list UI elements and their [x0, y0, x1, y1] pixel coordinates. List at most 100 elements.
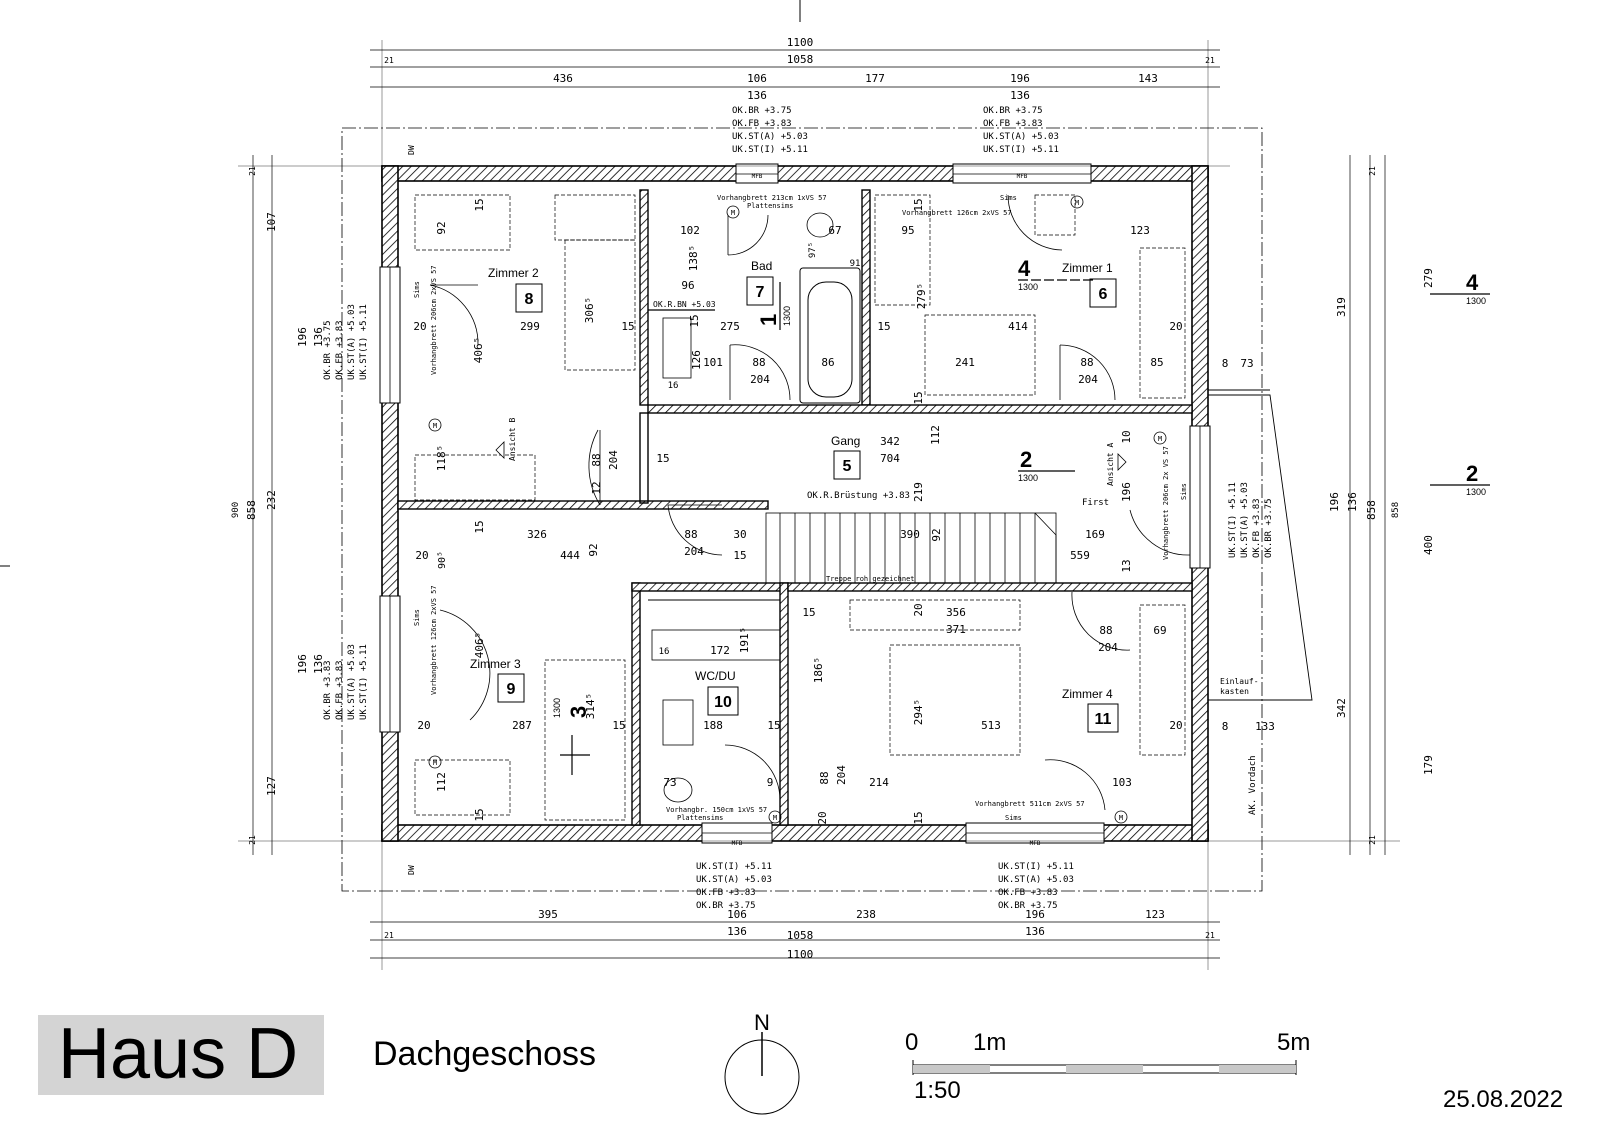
room-name-zimmer-4: Zimmer 4: [1062, 687, 1113, 701]
dim-seg: 238: [856, 908, 876, 921]
room-number-11: 11: [1095, 711, 1112, 728]
svg-text:M: M: [433, 759, 437, 767]
dim-edge: 21: [248, 835, 257, 845]
dim-seg: 279: [1422, 268, 1435, 288]
dim-seg: 196: [1010, 72, 1030, 85]
svg-text:204: 204: [684, 545, 704, 558]
right-dimensions: 858 858 21 21 279 400 179 319 196 136 34…: [1222, 166, 1435, 845]
svg-text:204: 204: [1078, 373, 1098, 386]
svg-text:UK.ST(I) +5.11: UK.ST(I) +5.11: [1228, 482, 1238, 558]
svg-text:15: 15: [912, 391, 925, 404]
dim-total-inner: 1058: [787, 929, 814, 942]
room-name-zimmer-3: Zimmer 3: [470, 657, 521, 671]
balcony: [1208, 389, 1313, 701]
svg-text:188: 188: [703, 719, 723, 732]
dim-seg: 196: [1328, 492, 1341, 512]
svg-text:OK.R.Brüstung +3.83: OK.R.Brüstung +3.83: [807, 491, 910, 501]
svg-text:M: M: [1158, 435, 1162, 443]
dim-seg: 136: [1346, 492, 1359, 512]
dim-seg: 106: [747, 72, 767, 85]
svg-text:OK.BR +3.75: OK.BR +3.75: [323, 320, 333, 380]
dim-seg: 8: [1222, 357, 1229, 370]
svg-text:DW: DW: [407, 865, 416, 875]
title-box: [38, 1015, 324, 1095]
svg-text:92: 92: [587, 543, 600, 556]
svg-text:204: 204: [1098, 641, 1118, 654]
svg-text:279⁵: 279⁵: [915, 283, 928, 310]
dim-total-outer: 1100: [787, 36, 814, 49]
svg-text:103: 103: [1112, 776, 1132, 789]
dim-seg: 123: [1145, 908, 1165, 921]
svg-text:Plattensims: Plattensims: [677, 814, 723, 822]
dim-window: 136: [312, 654, 325, 674]
svg-text:UK.ST(I) +5.11: UK.ST(I) +5.11: [732, 145, 808, 155]
dim-seg: 106: [727, 908, 747, 921]
svg-text:15: 15: [767, 719, 780, 732]
svg-text:69: 69: [1153, 624, 1166, 637]
svg-text:M: M: [1119, 814, 1123, 822]
svg-text:20: 20: [816, 811, 829, 824]
svg-text:15: 15: [612, 719, 625, 732]
svg-text:UK.ST(I) +5.11: UK.ST(I) +5.11: [696, 862, 772, 872]
room-number-9: 9: [507, 681, 516, 698]
section-3-label: 3: [566, 706, 591, 718]
scale-five: 5m: [1277, 1029, 1310, 1056]
svg-text:OK.FB +3.83: OK.FB +3.83: [983, 119, 1043, 129]
svg-text:15: 15: [688, 314, 701, 327]
dim-window: 136: [1010, 89, 1030, 102]
svg-text:15: 15: [656, 452, 669, 465]
dim-seg: 400: [1422, 535, 1435, 555]
dim-window: 136: [747, 89, 767, 102]
section-2-label: 2: [1020, 447, 1032, 472]
svg-text:112: 112: [929, 425, 942, 445]
svg-text:M: M: [433, 422, 437, 430]
dim-edge: 21: [384, 931, 394, 940]
svg-text:15: 15: [912, 811, 925, 824]
svg-text:204: 204: [607, 450, 620, 470]
stairs: [765, 512, 1057, 584]
svg-text:30: 30: [733, 528, 746, 541]
dim-seg: 177: [865, 72, 885, 85]
section-1-label: 1: [756, 314, 781, 326]
room-number-7: 7: [756, 284, 765, 301]
room-name-bad: Bad: [751, 259, 772, 273]
svg-text:112: 112: [435, 772, 448, 792]
room-number-6: 6: [1099, 286, 1108, 303]
svg-text:86: 86: [821, 356, 834, 369]
svg-text:20: 20: [417, 719, 430, 732]
svg-text:88: 88: [818, 771, 831, 784]
svg-text:275: 275: [720, 320, 740, 333]
mfb-label: MFB: [1030, 840, 1041, 847]
dim-window: 136: [312, 327, 325, 347]
dim-seg: 127: [265, 776, 278, 796]
svg-text:UK.ST(I) +5.11: UK.ST(I) +5.11: [983, 145, 1059, 155]
svg-text:Vorhangbrett 206cm 2xVS 57: Vorhangbrett 206cm 2xVS 57: [430, 265, 438, 375]
dim-seg: 196: [296, 327, 309, 347]
svg-text:390: 390: [900, 528, 920, 541]
scale-ratio: 1:50: [914, 1077, 961, 1104]
svg-text:96: 96: [681, 279, 694, 292]
svg-text:UK.ST(A) +5.03: UK.ST(A) +5.03: [347, 304, 357, 380]
svg-text:118⁵: 118⁵: [435, 445, 448, 472]
scale-bar: 0 1m 5m 1:50: [905, 1029, 1310, 1104]
dim-seg: 436: [553, 72, 573, 85]
svg-text:20: 20: [415, 549, 428, 562]
svg-text:97⁵: 97⁵: [808, 242, 818, 258]
roof-outline: [341, 127, 1263, 892]
svg-text:90⁵: 90⁵: [437, 551, 448, 569]
svg-text:10: 10: [1120, 430, 1133, 443]
svg-text:101: 101: [703, 356, 723, 369]
mfb-label: MFB: [732, 840, 743, 847]
dim-edge: 21: [1368, 835, 1377, 845]
dim-seg: 8: [1222, 720, 1229, 733]
svg-text:92: 92: [930, 528, 943, 541]
svg-text:OK.FB +3.83: OK.FB +3.83: [696, 888, 756, 898]
svg-text:Vorhangbrett 126cm 2xVS 57: Vorhangbrett 126cm 2xVS 57: [430, 585, 438, 695]
svg-text:172: 172: [710, 644, 730, 657]
svg-text:92: 92: [435, 221, 448, 234]
dim-seg: 319: [1335, 297, 1348, 317]
svg-text:1300: 1300: [1018, 473, 1038, 483]
svg-text:OK.FB +3.83: OK.FB +3.83: [1252, 498, 1262, 558]
dim-total-outer: 1100: [787, 948, 814, 961]
svg-text:314⁵: 314⁵: [584, 693, 597, 720]
